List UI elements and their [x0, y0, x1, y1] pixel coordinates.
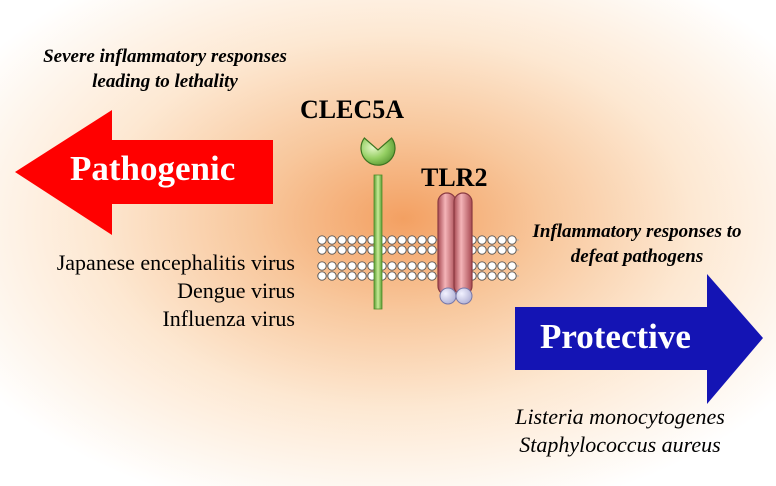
lipid-head	[497, 235, 507, 245]
lipid-head	[487, 271, 497, 281]
lipid-head	[327, 235, 337, 245]
pathogenic-examples: Japanese encephalitis virus Dengue virus…	[10, 249, 295, 333]
lipid-head	[407, 261, 417, 271]
lipid-head	[357, 245, 367, 255]
lipid-head	[407, 245, 417, 255]
clec5a-stem	[373, 174, 383, 310]
lipid-head	[417, 271, 427, 281]
lipid-head	[387, 245, 397, 255]
clec5a-label: CLEC5A	[300, 95, 405, 124]
lipid-head	[507, 261, 517, 271]
virus-japanese-encephalitis: Japanese encephalitis virus	[56, 250, 295, 275]
clec5a-receptor	[360, 137, 396, 310]
tlr2-base-right	[455, 287, 473, 305]
tlr2-receptor	[437, 192, 473, 305]
lipid-head	[337, 235, 347, 245]
protective-arrow	[515, 274, 763, 404]
virus-influenza: Influenza virus	[162, 306, 295, 331]
lipid-head	[477, 271, 487, 281]
pathogenic-description: Severe inflammatory responses leading to…	[10, 44, 320, 94]
lipid-head	[387, 271, 397, 281]
lipid-head	[357, 271, 367, 281]
pathogenic-arrow	[15, 110, 273, 235]
lipid-head	[397, 245, 407, 255]
lipid-head	[497, 261, 507, 271]
lipid-head	[427, 245, 437, 255]
lipid-head	[337, 271, 347, 281]
lipid-head	[317, 235, 327, 245]
lipid-head	[407, 235, 417, 245]
lipid-head	[347, 271, 357, 281]
lipid-head	[427, 261, 437, 271]
lipid-head	[397, 271, 407, 281]
lipid-head	[357, 235, 367, 245]
lipid-head	[417, 245, 427, 255]
lipid-head	[487, 235, 497, 245]
clec5a-head	[360, 137, 396, 166]
lipid-head	[407, 271, 417, 281]
lipid-head	[477, 261, 487, 271]
lipid-head	[347, 235, 357, 245]
lipid-head	[487, 261, 497, 271]
lipid-head	[427, 235, 437, 245]
lipid-head	[477, 235, 487, 245]
lipid-head	[317, 261, 327, 271]
lipid-head	[427, 271, 437, 281]
pathogenic-description-line1: Severe inflammatory responses	[43, 46, 287, 67]
lipid-head	[317, 271, 327, 281]
tlr2-base-left	[439, 287, 457, 305]
lipid-head	[497, 271, 507, 281]
lipid-head	[317, 245, 327, 255]
lipid-head	[397, 261, 407, 271]
lipid-head	[337, 261, 347, 271]
pathogenic-description-line2: leading to lethality	[92, 71, 238, 92]
lipid-head	[327, 271, 337, 281]
lipid-head	[387, 261, 397, 271]
lipid-head	[327, 245, 337, 255]
lipid-head	[327, 261, 337, 271]
protective-description: Inflammatory responses to defeat pathoge…	[506, 219, 768, 269]
bacterium-staphylococcus: Staphylococcus aureus	[519, 432, 721, 457]
lipid-head	[487, 245, 497, 255]
lipid-head	[507, 235, 517, 245]
lipid-head	[357, 261, 367, 271]
lipid-head	[397, 235, 407, 245]
virus-dengue: Dengue virus	[177, 278, 295, 303]
lipid-head	[417, 261, 427, 271]
lipid-head	[387, 235, 397, 245]
lipid-head	[337, 245, 347, 255]
lipid-head	[417, 235, 427, 245]
protective-label: Protective	[540, 317, 691, 356]
bacterium-listeria: Listeria monocytogenes	[515, 404, 725, 429]
protective-description-line1: Inflammatory responses to	[532, 221, 742, 242]
lipid-head	[507, 245, 517, 255]
lipid-head	[497, 245, 507, 255]
protective-description-line2: defeat pathogens	[570, 246, 704, 267]
lipid-head	[507, 271, 517, 281]
pathogenic-label: Pathogenic	[70, 149, 236, 188]
lipid-head	[347, 261, 357, 271]
protective-examples: Listeria monocytogenes Staphylococcus au…	[470, 403, 770, 459]
tlr2-label: TLR2	[421, 163, 488, 192]
lipid-head	[477, 245, 487, 255]
lipid-head	[347, 245, 357, 255]
